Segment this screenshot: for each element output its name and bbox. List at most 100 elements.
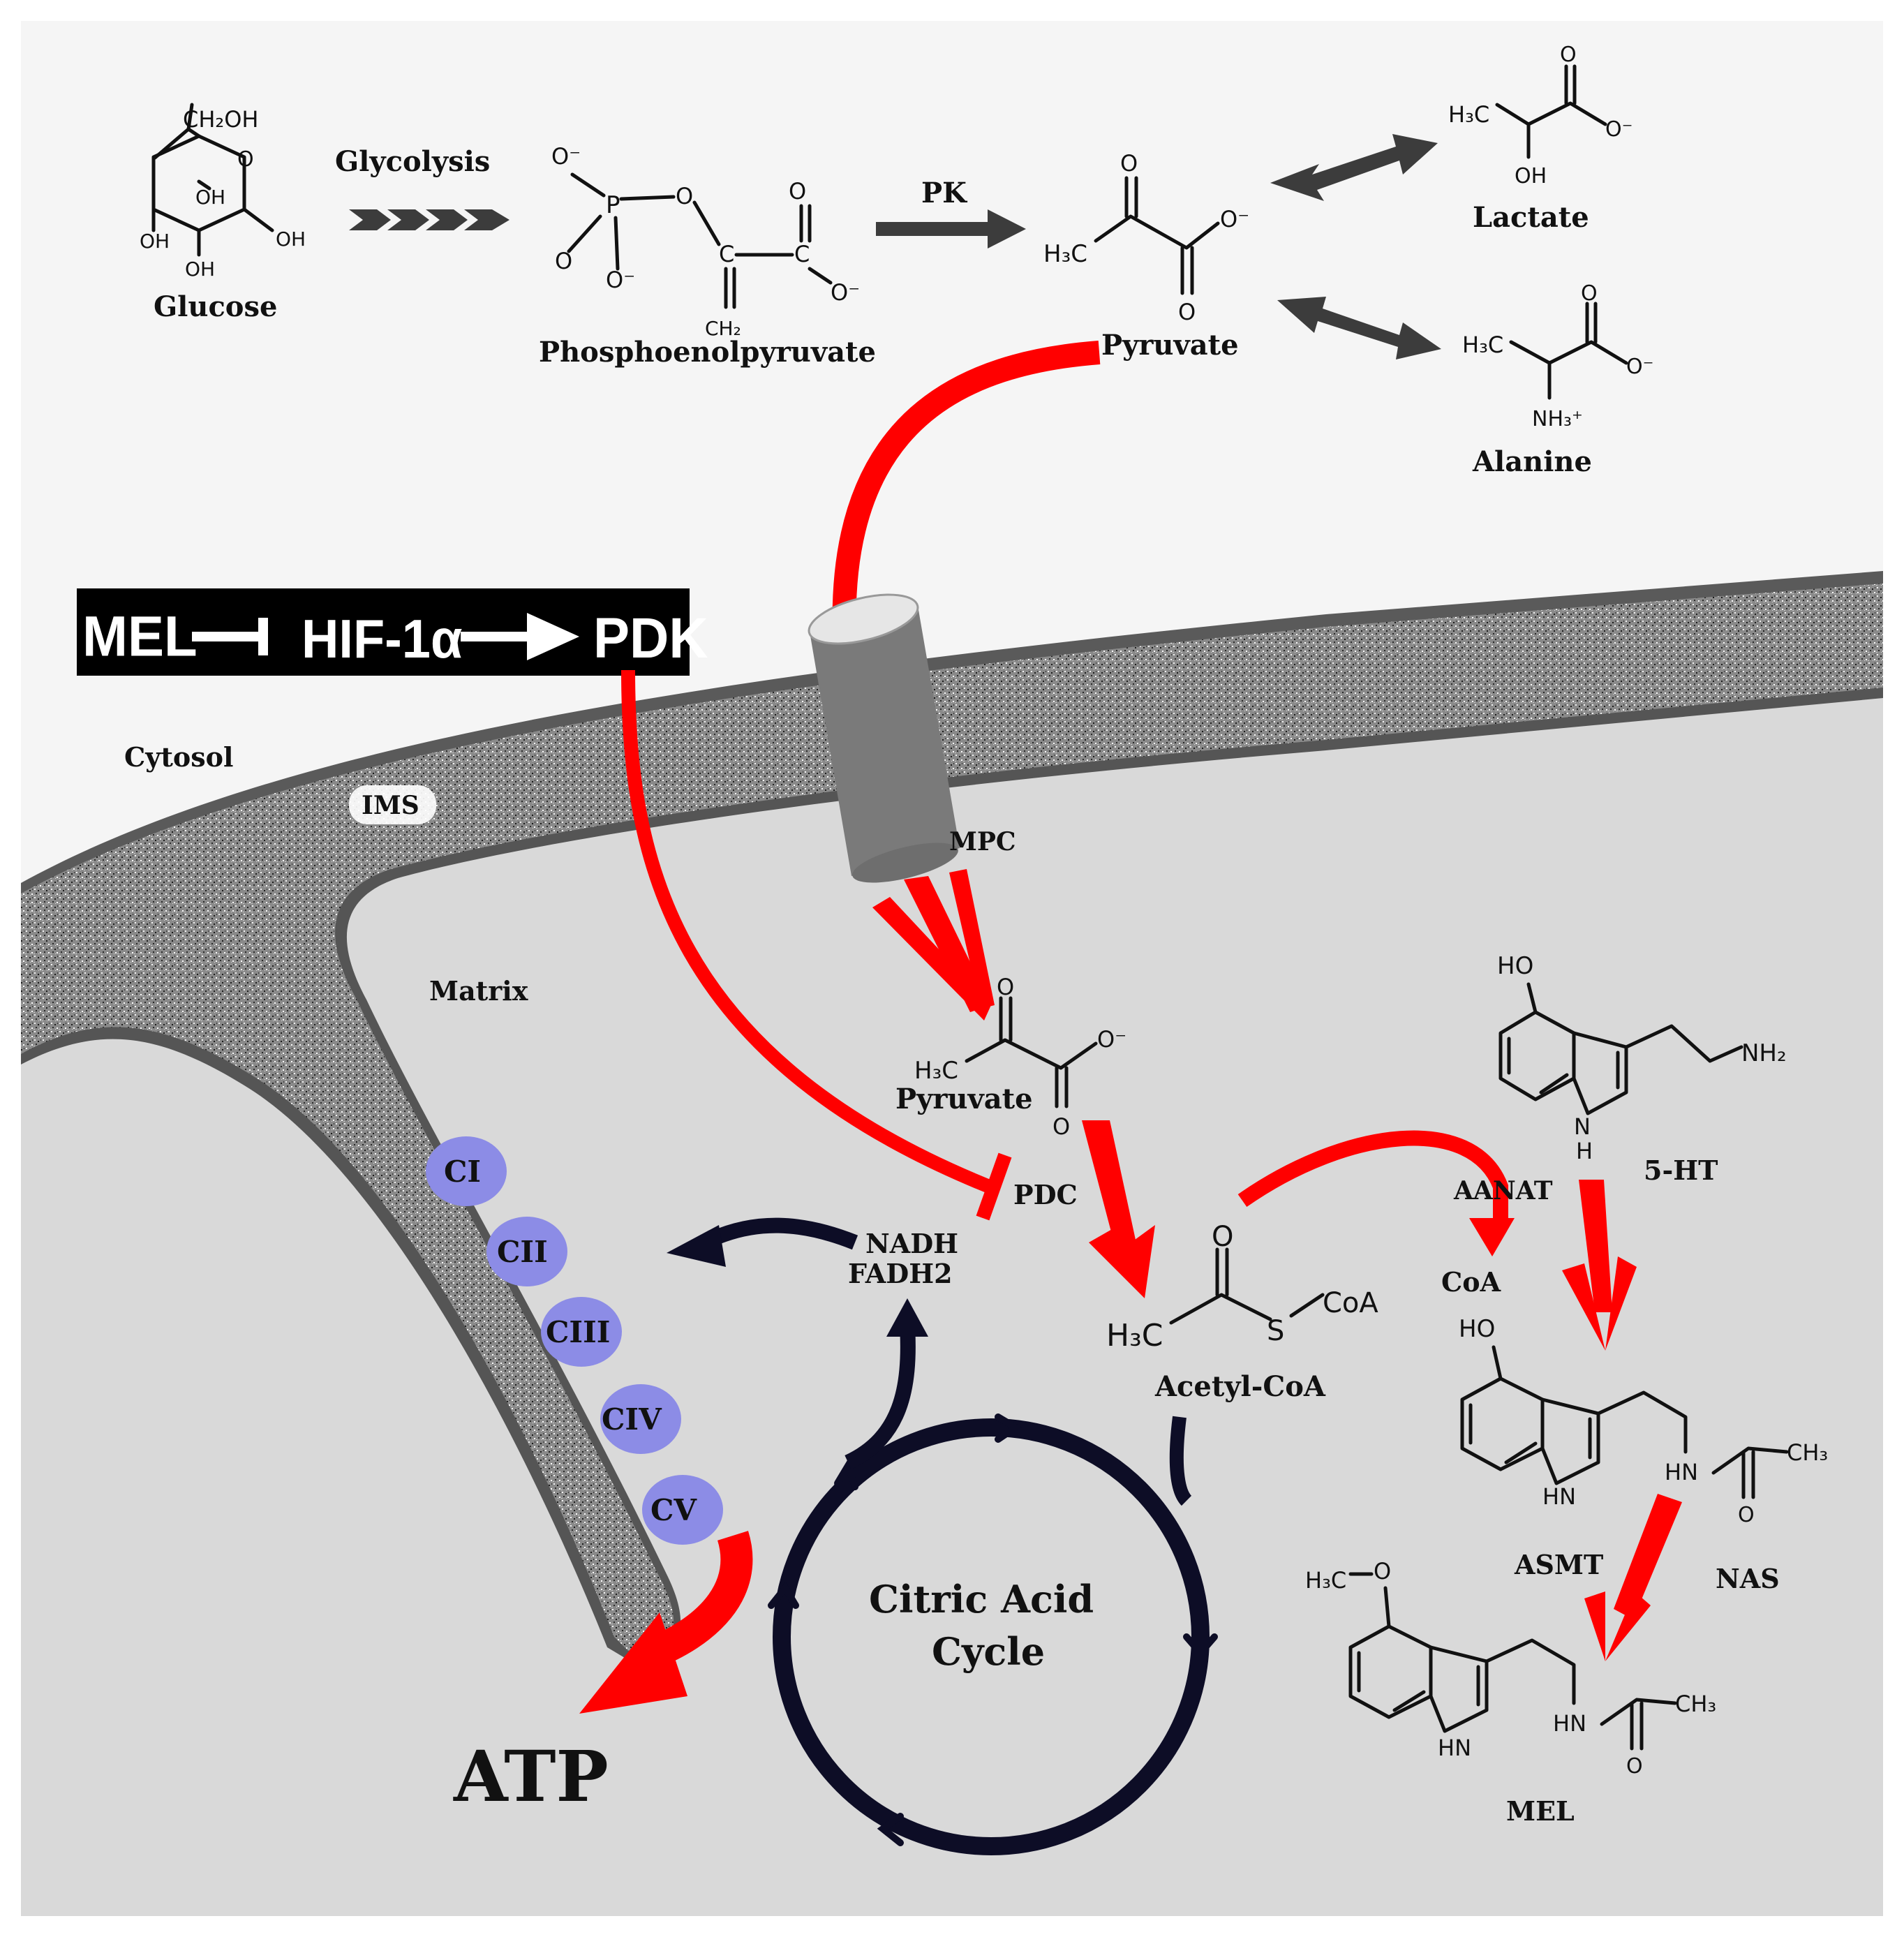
pep-label: Phosphoenolpyruvate [539,336,876,369]
etc-arrowhead [667,1225,726,1267]
svg-text:HN: HN [1665,1459,1698,1485]
pdk-inhibition-line [621,669,1001,1197]
coa-label: CoA [1441,1266,1501,1298]
cycle-label-line2: Cycle [932,1629,1045,1674]
matrix-label: Matrix [429,975,528,1007]
svg-text:O⁻: O⁻ [551,143,581,170]
cycle-to-nadh-arrow [845,1326,916,1469]
glycolysis-arrow [349,209,510,230]
svg-text:H₃C: H₃C [1106,1318,1163,1353]
matrix-area [21,698,1883,1916]
mpc-transporter [808,593,960,883]
svg-text:H: H [1576,1138,1593,1164]
svg-text:O⁻: O⁻ [1605,117,1632,142]
svg-text:HN: HN [1438,1735,1471,1761]
cycle-direction-marks [768,1413,1218,1846]
lactate-structure: H₃C O O⁻ OH [1448,43,1632,188]
complex-civ [600,1384,681,1454]
etc-complexes: CI CII CIII CIV CV [426,1136,723,1545]
pyruvate-top-label: Pyruvate [1101,329,1239,362]
svg-text:H₃C: H₃C [1043,240,1087,268]
reg-mel-label: MEL [82,604,198,668]
atp-arrowhead [579,1612,687,1714]
svg-text:O: O [789,178,806,205]
nadh-label: NADH [865,1228,958,1259]
pk-label: PK [921,177,967,209]
nadh-to-etc-arrow [701,1217,858,1250]
svg-text:OH: OH [1515,164,1547,188]
svg-text:NH₃⁺: NH₃⁺ [1532,407,1583,431]
svg-text:O: O [1178,299,1196,325]
svg-text:O: O [1626,1754,1643,1779]
svg-text:CH₂OH: CH₂OH [183,106,258,133]
asmt-label: ASMT [1514,1549,1603,1580]
pyruvate-to-acetylcoa-arrow [1082,1120,1155,1298]
ims-label: IMS [362,791,419,820]
svg-text:HN: HN [1542,1483,1576,1510]
nadh-arrowhead [886,1298,928,1337]
citric-acid-cycle-ring [773,1418,1210,1855]
glycolysis-label: Glycolysis [335,145,490,178]
svg-text:HO: HO [1459,1315,1495,1343]
svg-text:O: O [1560,43,1577,67]
svg-text:CII: CII [497,1235,548,1269]
acetylcoa-to-aanat-arrow [1237,1130,1508,1229]
regulation-box: MEL HIF-1α PDK [77,588,708,676]
svg-text:N: N [1574,1113,1591,1140]
svg-text:O: O [1374,1558,1391,1585]
acetylcoa-label: Acetyl-CoA [1154,1370,1326,1403]
svg-text:O: O [1212,1221,1233,1253]
fadh2-label: FADH2 [848,1258,953,1289]
complex-ci [426,1136,507,1206]
reg-pdk-label: PDK [593,606,708,669]
nas-label: NAS [1716,1563,1780,1594]
coa-arrowhead [1469,1218,1515,1256]
glucose-label: Glucose [154,290,277,323]
mpc-label: MPC [949,827,1016,856]
svg-text:OH: OH [276,228,306,251]
pyruvate-matrix-label: Pyruvate [895,1083,1033,1115]
svg-text:CV: CV [650,1493,697,1527]
svg-text:O: O [1581,281,1598,306]
svg-text:HN: HN [1553,1710,1586,1737]
svg-text:H₃C: H₃C [914,1057,958,1085]
svg-text:O: O [237,147,254,172]
cycle-label-line1: Citric Acid [869,1577,1094,1621]
svg-text:CIV: CIV [602,1402,662,1437]
alanine-structure: H₃C O O⁻ NH₃⁺ [1462,281,1653,431]
acetylcoa-structure: H₃C O S CoA [1106,1221,1378,1353]
svg-text:CH₃: CH₃ [1787,1439,1828,1466]
complex-ciii [541,1297,622,1367]
svg-text:CoA: CoA [1323,1287,1378,1319]
svg-text:CH₃: CH₃ [1675,1691,1716,1717]
svg-text:O⁻: O⁻ [1220,206,1249,232]
nas-to-mel-arrow [1584,1494,1682,1661]
serotonin-structure: HO NH₂ N H [1497,952,1787,1164]
pep-structure: O⁻ P O O⁻ O C CH₂ O C O⁻ [551,143,860,340]
aanat-label: AANAT [1453,1176,1553,1205]
svg-text:O⁻: O⁻ [1626,355,1653,379]
svg-text:OH: OH [195,186,225,209]
svg-text:CI: CI [444,1155,481,1189]
reg-hif-label: HIF-1α [302,609,462,669]
svg-text:H₃C: H₃C [1462,332,1503,358]
mel-inhibit-bar [192,632,262,641]
mpc-to-pyruvate-arrow [872,869,995,1021]
svg-text:O: O [1738,1503,1755,1527]
cytosol-label: Cytosol [124,741,233,773]
svg-text:CH₂: CH₂ [705,317,741,340]
svg-text:O: O [1053,1113,1070,1140]
pyruvate-top-structure: H₃C O O O⁻ [1043,150,1249,325]
melatonin-label: MEL [1506,1795,1575,1827]
complex-cii [486,1217,567,1286]
svg-text:H₃C: H₃C [1448,101,1489,128]
pyruvate-lactate-arrow [1270,134,1438,201]
pyruvate-matrix-structure: H₃C O O O⁻ [914,974,1126,1140]
svg-text:O: O [676,183,693,209]
atp-label: ATP [453,1735,609,1818]
serotonin-label: 5-HT [1644,1155,1718,1186]
svg-text:O⁻: O⁻ [1097,1026,1126,1053]
pyruvate-import-arrow [832,341,1101,636]
pdc-label: PDC [1013,1179,1078,1210]
